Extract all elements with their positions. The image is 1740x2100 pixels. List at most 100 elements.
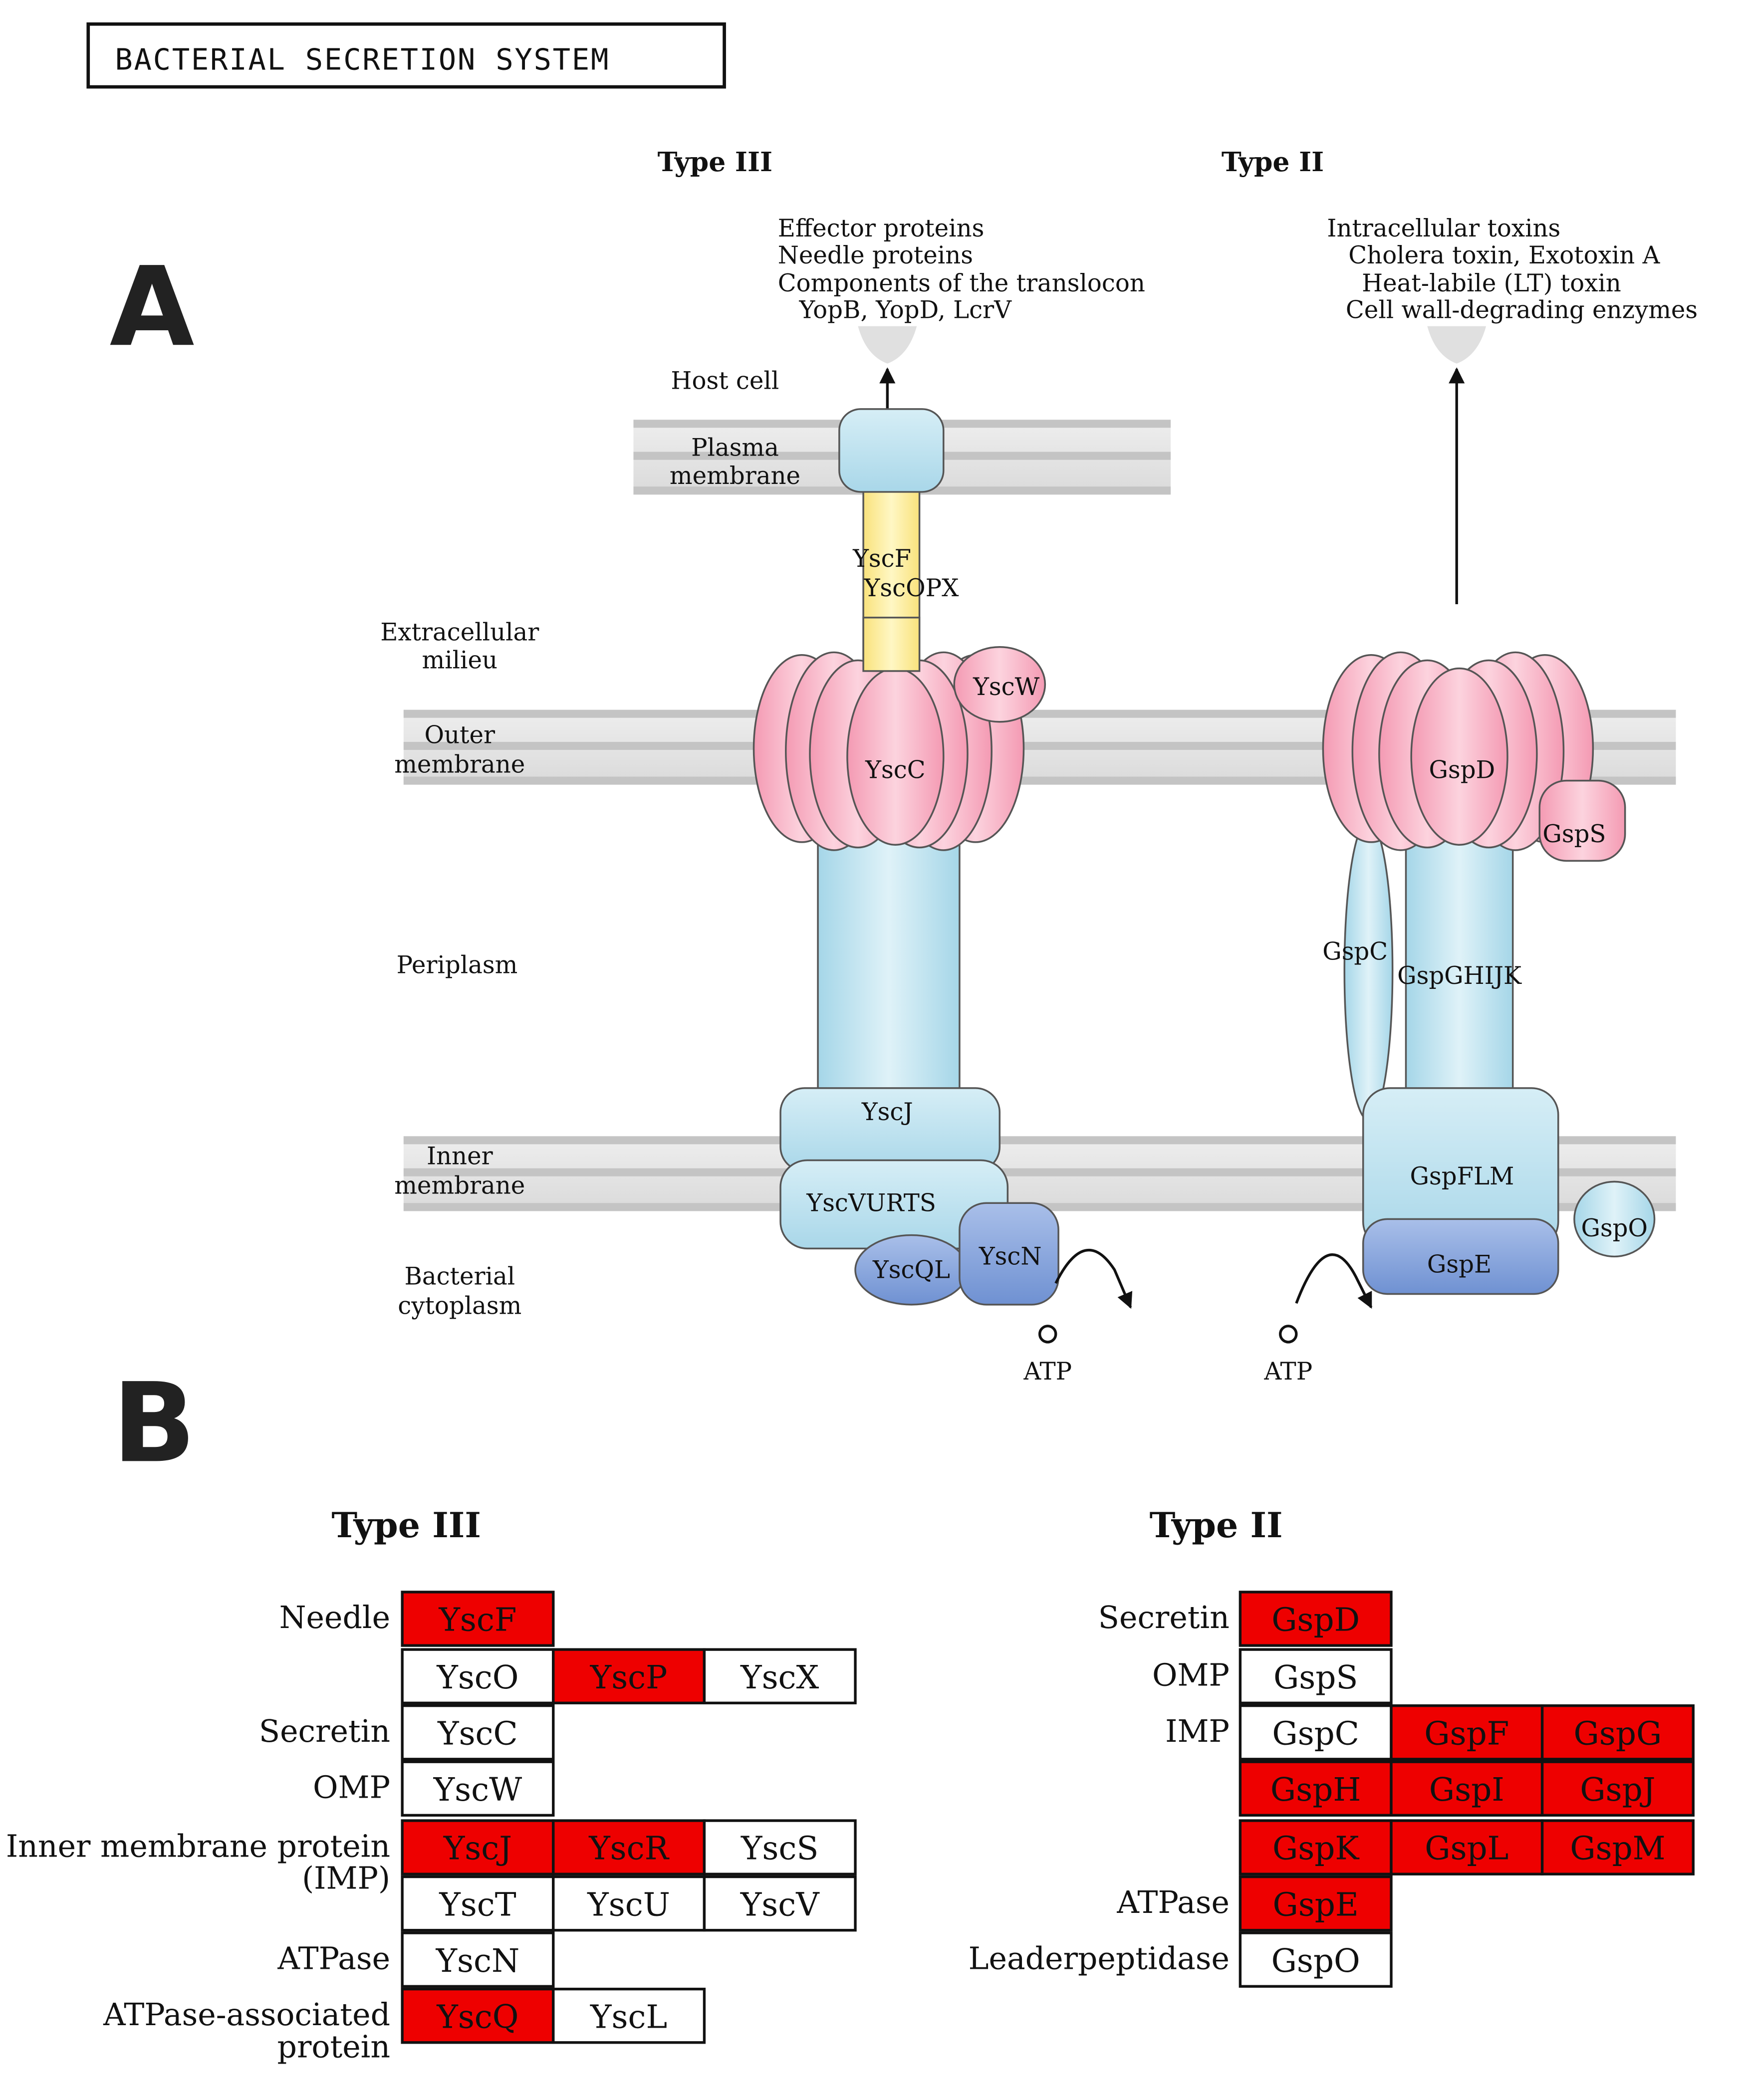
panel-a: A Type III Type II Effector proteins Nee… [110,146,1698,1386]
gene-name: GspJ [1580,1771,1655,1809]
product-line: Intracellular toxins [1327,215,1560,242]
figure-title: BACTERIAL SECRETION SYSTEM [115,42,610,76]
compartment-labels: Extracellular milieu Outer membrane Peri… [380,618,539,1320]
yscn-atpase [959,1202,1059,1306]
gene-name: YscU [587,1886,670,1923]
type-iii-secretion-cone [858,326,917,364]
gene-cell-highlighted [1239,1819,1393,1875]
panel-b-label: B [112,1359,196,1487]
panel-a-label: A [110,243,195,371]
gene-cell-highlighted [1239,1591,1393,1647]
host-cell-label: Host cell [671,367,779,395]
yscw-pilot [953,646,1046,723]
title-box: BACTERIAL SECRETION SYSTEM [86,22,726,89]
type-iii-injectisome: ATP YscF YscOPX YscC YscW YscJ YscVURTS … [752,367,1133,1386]
row-label: Needle [279,1600,390,1635]
gene-cell-highlighted [401,1987,555,2044]
row-label: ATPase-associated [103,1997,390,2033]
type-ii-heading: Type II [1222,146,1324,178]
gene-cell [401,1760,555,1817]
gene-cell [401,1931,555,1988]
gene-cell [401,1704,555,1761]
row-label: IMP [1165,1713,1230,1749]
gsps-pilot [1538,779,1626,862]
translocon-tip [838,408,945,493]
gene-cell-highlighted [401,1591,555,1647]
gene-cell [703,1875,857,1932]
gene-name: GspG [1574,1715,1662,1752]
gspe-atpase [1362,1218,1559,1295]
atpase-assoc-label: YscQL [872,1256,950,1284]
inner-membrane-label: Inner [427,1143,494,1170]
product-line: Components of the translocon [778,269,1145,297]
gene-cell-highlighted [1390,1819,1544,1875]
needle-label: YscOPX [864,574,959,602]
plasma-membrane-label: Plasma [691,434,779,462]
plasma-membrane-label: membrane [670,462,800,490]
gene-name: GspC [1272,1715,1359,1752]
row-label: Inner membrane protein [6,1828,390,1864]
row-label: (IMP) [302,1861,390,1896]
gene-name: YscO [436,1659,518,1696]
gene-name: YscX [740,1659,819,1696]
row-label: OMP [1152,1657,1230,1693]
gspc-label: GspC [1322,938,1388,966]
secretin-label: GspD [1429,756,1495,784]
gspc-protein [1343,820,1394,1121]
gspghijk-pseudopilus [1405,828,1514,1113]
gene-name: GspS [1273,1659,1358,1696]
secretin-label: YscC [865,756,925,784]
gene-cell-highlighted [1540,1760,1695,1817]
gene-name: GspO [1271,1942,1360,1980]
gene-cell-highlighted [1390,1760,1544,1817]
gene-cell-highlighted [1540,1704,1695,1761]
product-line: YopB, YopD, LcrV [799,296,1012,324]
product-line: Cell wall-degrading enzymes [1346,296,1698,324]
product-line: Needle proteins [778,241,973,269]
gene-name: YscS [741,1830,818,1867]
yscc-secretin [752,651,1025,851]
atp-label: ATP [1263,1358,1312,1386]
gene-cell [703,1819,857,1875]
gene-name: GspM [1570,1830,1665,1867]
gene-cell [1239,1931,1393,1988]
gene-name: YscR [588,1830,669,1867]
row-label: Secretin [1098,1600,1230,1635]
platform-label: GspFLM [1410,1163,1514,1190]
type-iii-periplasmic-rod [817,828,961,1113]
gene-cell [401,1648,555,1704]
row-label: OMP [313,1769,390,1805]
gene-name: YscP [590,1659,668,1696]
gene-cell-highlighted [1390,1704,1544,1761]
gene-cell-highlighted [1540,1819,1695,1875]
row-label: protein [277,2029,390,2065]
gene-cell-highlighted [1239,1875,1393,1932]
gene-name: YscQ [436,1998,518,2036]
row-label: Secretin [259,1713,390,1749]
gene-name: YscC [437,1715,518,1752]
gene-cell [552,1875,706,1932]
row-label: ATPase [277,1940,390,1976]
pseudopilus-label: GspGHIJK [1397,962,1522,990]
atp-label: ATP [1023,1358,1072,1386]
gene-name: GspD [1271,1602,1360,1639]
type-ii-secreton: ATP GspD GspS GspC GspGHIJK GspFLM GspE … [1263,367,1656,1386]
row-label: ATPase [1116,1884,1230,1920]
gene-name: GspK [1272,1830,1359,1867]
imp-label: YscVURTS [806,1189,936,1217]
periplasm-label: Periplasm [397,951,518,979]
gene-name: GspI [1429,1771,1504,1809]
gene-name: YscL [590,1998,667,2036]
extracellular-label: milieu [422,647,498,675]
gene-cell [552,1987,706,2044]
gspo-peptidase [1573,1180,1656,1258]
type-ii-secretion-cone [1427,326,1487,364]
gene-name: GspL [1425,1830,1508,1867]
product-line: Heat-labile (LT) toxin [1362,269,1621,297]
gene-cell [1239,1648,1393,1704]
product-line: Effector proteins [778,215,985,242]
atp-circle [1279,1325,1298,1344]
